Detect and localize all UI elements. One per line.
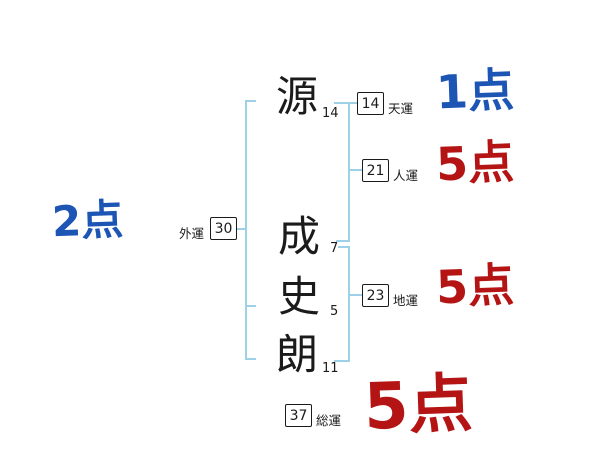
name-char-3-strokes: 5 xyxy=(330,304,339,319)
gaiun-bracket-tick-bottom xyxy=(245,358,256,360)
chiun-bracket-vertical xyxy=(348,246,350,362)
gaiun-label: 外運 xyxy=(179,226,205,241)
name-char-4-strokes: 11 xyxy=(322,361,339,376)
tenun-label: 天運 xyxy=(388,101,414,116)
gaiun-value-box: 30 xyxy=(210,217,237,240)
chiun-box-connector xyxy=(348,294,362,296)
jinun-label: 人運 xyxy=(393,168,419,183)
name-char-3: 史 xyxy=(278,272,321,321)
jinun-bracket-tick-top xyxy=(334,102,357,104)
tenun-value-box: 14 xyxy=(357,92,384,115)
jinun-bracket-vertical xyxy=(348,102,350,242)
gaiun-bracket-tick-top xyxy=(245,100,256,102)
score-gaiun: 2点 xyxy=(51,194,125,247)
chiun-bracket-tick-top xyxy=(338,246,350,248)
score-tenun: 1点 xyxy=(435,62,515,120)
gaiun-bracket-tick-middle xyxy=(245,305,256,307)
score-chiun: 5点 xyxy=(435,257,515,315)
score-jinun: 5点 xyxy=(435,134,515,192)
name-char-2-strokes: 7 xyxy=(330,241,339,256)
jinun-box-connector xyxy=(348,169,362,171)
score-souun: 5点 xyxy=(362,367,474,445)
souun-value-box: 37 xyxy=(285,404,312,427)
name-char-4: 朗 xyxy=(276,330,319,379)
souun-label: 総運 xyxy=(316,413,342,428)
gaiun-bracket-vertical xyxy=(245,100,247,360)
gaiun-box-connector xyxy=(237,228,245,230)
name-char-2: 成 xyxy=(278,212,321,261)
name-char-1: 源 xyxy=(276,72,319,121)
jinun-bracket-tick-bottom xyxy=(336,240,350,242)
chiun-label: 地運 xyxy=(393,293,419,308)
jinun-value-box: 21 xyxy=(362,159,389,182)
chiun-bracket-tick-bottom xyxy=(334,360,350,362)
chiun-value-box: 23 xyxy=(362,284,389,307)
name-char-1-strokes: 14 xyxy=(322,106,339,121)
